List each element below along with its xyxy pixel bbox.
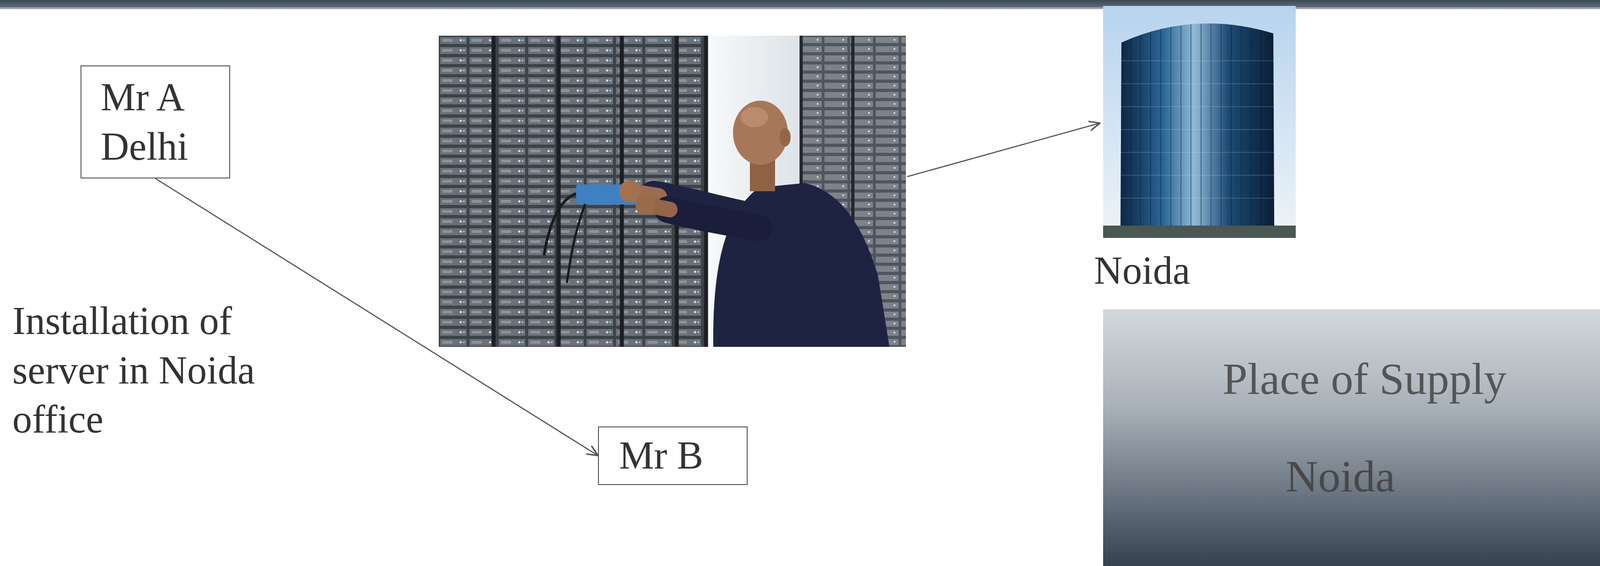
note-text: Installation of server in Noida office: [12, 296, 274, 445]
building-photo: [1103, 5, 1296, 238]
party-box: Mr B: [597, 426, 748, 485]
place-label: Noida: [1093, 247, 1191, 295]
party-name: Mr A: [100, 72, 189, 123]
panel-heading: Place of Supply: [1222, 352, 1600, 407]
leader-arrow: [907, 123, 1100, 177]
server-photo: [438, 35, 906, 347]
party-city: Delhi: [100, 122, 189, 172]
info-panel: Place of SupplyNoida: [1103, 309, 1600, 566]
title-bar: [0, 0, 1600, 10]
panel-value: Noida: [1285, 449, 1600, 504]
party-name: Mr B: [619, 430, 704, 481]
party-box: Mr ADelhi: [80, 65, 231, 179]
